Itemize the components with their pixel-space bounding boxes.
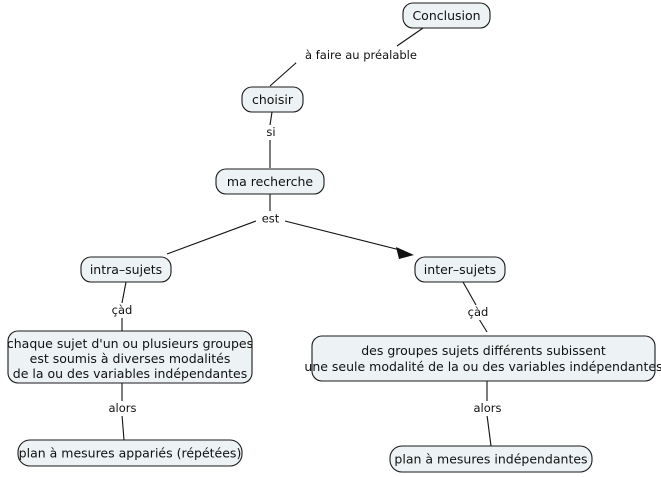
link-intra-to-cad xyxy=(121,281,127,304)
link-label-inter-alors-text: alors xyxy=(474,401,502,415)
link-label-si-bg xyxy=(262,125,280,140)
link-label-si: si xyxy=(262,125,280,140)
link-label-intra-cad-text: çàd xyxy=(112,303,133,317)
node-inter-definition-box[interactable] xyxy=(311,335,656,382)
node-plan-independantes-label: plan à mesures indépendantes xyxy=(394,452,587,467)
node-plan-apparies-label: plan à mesures appariés (répétées) xyxy=(19,446,242,461)
link-label-est: est xyxy=(256,211,285,227)
node-plan-independantes-box[interactable] xyxy=(389,445,593,473)
link-inter-to-cad xyxy=(462,281,477,306)
node-intra-sujets-box[interactable] xyxy=(80,256,172,283)
link-alors-to-plan-apparies xyxy=(121,414,125,441)
node-inter-definition-line2: une seule modalité de la ou des variable… xyxy=(304,359,661,374)
node-inter-definition-line1: des groupes sujets différents subissent xyxy=(361,343,606,358)
node-ma-recherche-label: ma recherche xyxy=(227,174,314,189)
node-ma-recherche[interactable]: ma recherche xyxy=(215,168,325,195)
link-label-intra-alors-text: alors xyxy=(109,401,137,415)
node-intra-sujets[interactable]: intra–sujets xyxy=(80,256,172,283)
node-plan-independantes[interactable]: plan à mesures indépendantes xyxy=(389,445,593,473)
node-inter-sujets[interactable]: inter–sujets xyxy=(414,256,506,283)
link-label-si-text: si xyxy=(266,125,275,139)
link-label-inter-alors: alors xyxy=(469,401,506,416)
node-intra-definition-line2: est soumis à diverses modalités xyxy=(30,351,231,366)
link-label-a-faire-au-prealable-bg xyxy=(296,47,426,63)
link-label-inter-alors-bg xyxy=(469,401,506,416)
link-label-a-faire-au-prealable: à faire au préalable xyxy=(296,47,426,63)
link-label-intra-cad-bg xyxy=(108,303,137,318)
node-conclusion-label: Conclusion xyxy=(412,8,480,23)
link-alors-to-plan-independantes xyxy=(486,414,492,447)
node-choisir[interactable]: choisir xyxy=(241,86,304,113)
link-label-est-text: est xyxy=(262,212,280,226)
node-choisir-box[interactable] xyxy=(241,86,304,113)
link-label-a-faire-au-prealable-text: à faire au préalable xyxy=(305,48,417,62)
link-est-to-intra xyxy=(166,220,257,255)
link-est-to-inter xyxy=(284,220,405,252)
link-cad-to-inter-def xyxy=(478,318,488,333)
link-label-inter-cad-text: çàd xyxy=(468,305,489,319)
link-choisir-to-si xyxy=(269,111,273,126)
link-label-inter-cad: çàd xyxy=(464,305,493,320)
node-intra-definition-line3: de la ou des variables indépendantes xyxy=(13,366,247,381)
arrowhead-icon xyxy=(396,247,414,259)
link-label-to-choisir xyxy=(269,61,298,87)
node-conclusion-box[interactable] xyxy=(402,2,491,29)
link-label-intra-cad: çàd xyxy=(108,303,137,318)
node-intra-definition-line1: chaque sujet d'un ou plusieurs groupes xyxy=(7,336,253,351)
node-intra-definition-box[interactable] xyxy=(7,330,253,384)
node-inter-sujets-label: inter–sujets xyxy=(424,262,496,277)
link-label-intra-alors-bg xyxy=(104,401,141,416)
node-ma-recherche-box[interactable] xyxy=(215,168,325,195)
node-choisir-label: choisir xyxy=(252,92,294,107)
node-conclusion[interactable]: Conclusion xyxy=(402,2,491,29)
node-plan-apparies-box[interactable] xyxy=(17,439,243,467)
node-intra-definition[interactable]: chaque sujet d'un ou plusieurs groupes e… xyxy=(7,330,253,384)
node-intra-sujets-label: intra–sujets xyxy=(90,262,162,277)
link-label-inter-cad-bg xyxy=(464,305,493,320)
link-conclusion-to-label xyxy=(396,27,424,47)
node-inter-definition[interactable]: des groupes sujets différents subissent … xyxy=(304,335,661,382)
node-plan-apparies[interactable]: plan à mesures appariés (répétées) xyxy=(17,439,243,467)
link-label-intra-alors: alors xyxy=(104,401,141,416)
link-label-est-bg xyxy=(256,211,285,227)
node-inter-sujets-box[interactable] xyxy=(414,256,506,283)
